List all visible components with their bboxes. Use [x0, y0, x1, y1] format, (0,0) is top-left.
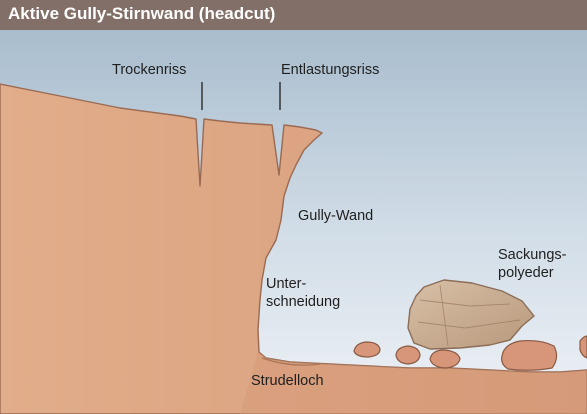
title-bar: Aktive Gully-Stirnwand (headcut): [0, 0, 587, 30]
clod-1: [354, 342, 380, 357]
label-trockenriss: Trockenriss: [112, 62, 186, 79]
label-unterschneidung-line1: Unter-: [266, 276, 306, 293]
label-sackungspolyeder-line1: Sackungs-: [498, 247, 567, 264]
label-gully-wand: Gully-Wand: [298, 208, 373, 225]
clod-2: [396, 346, 420, 364]
label-entlastungsriss: Entlastungsriss: [281, 62, 379, 79]
diagram-title: Aktive Gully-Stirnwand (headcut): [8, 4, 275, 24]
clod-3: [430, 350, 460, 368]
label-strudelloch: Strudelloch: [251, 373, 324, 390]
label-unterschneidung-line2: schneidung: [266, 294, 340, 311]
label-sackungspolyeder-line2: polyeder: [498, 265, 554, 282]
clod-4: [502, 341, 557, 371]
